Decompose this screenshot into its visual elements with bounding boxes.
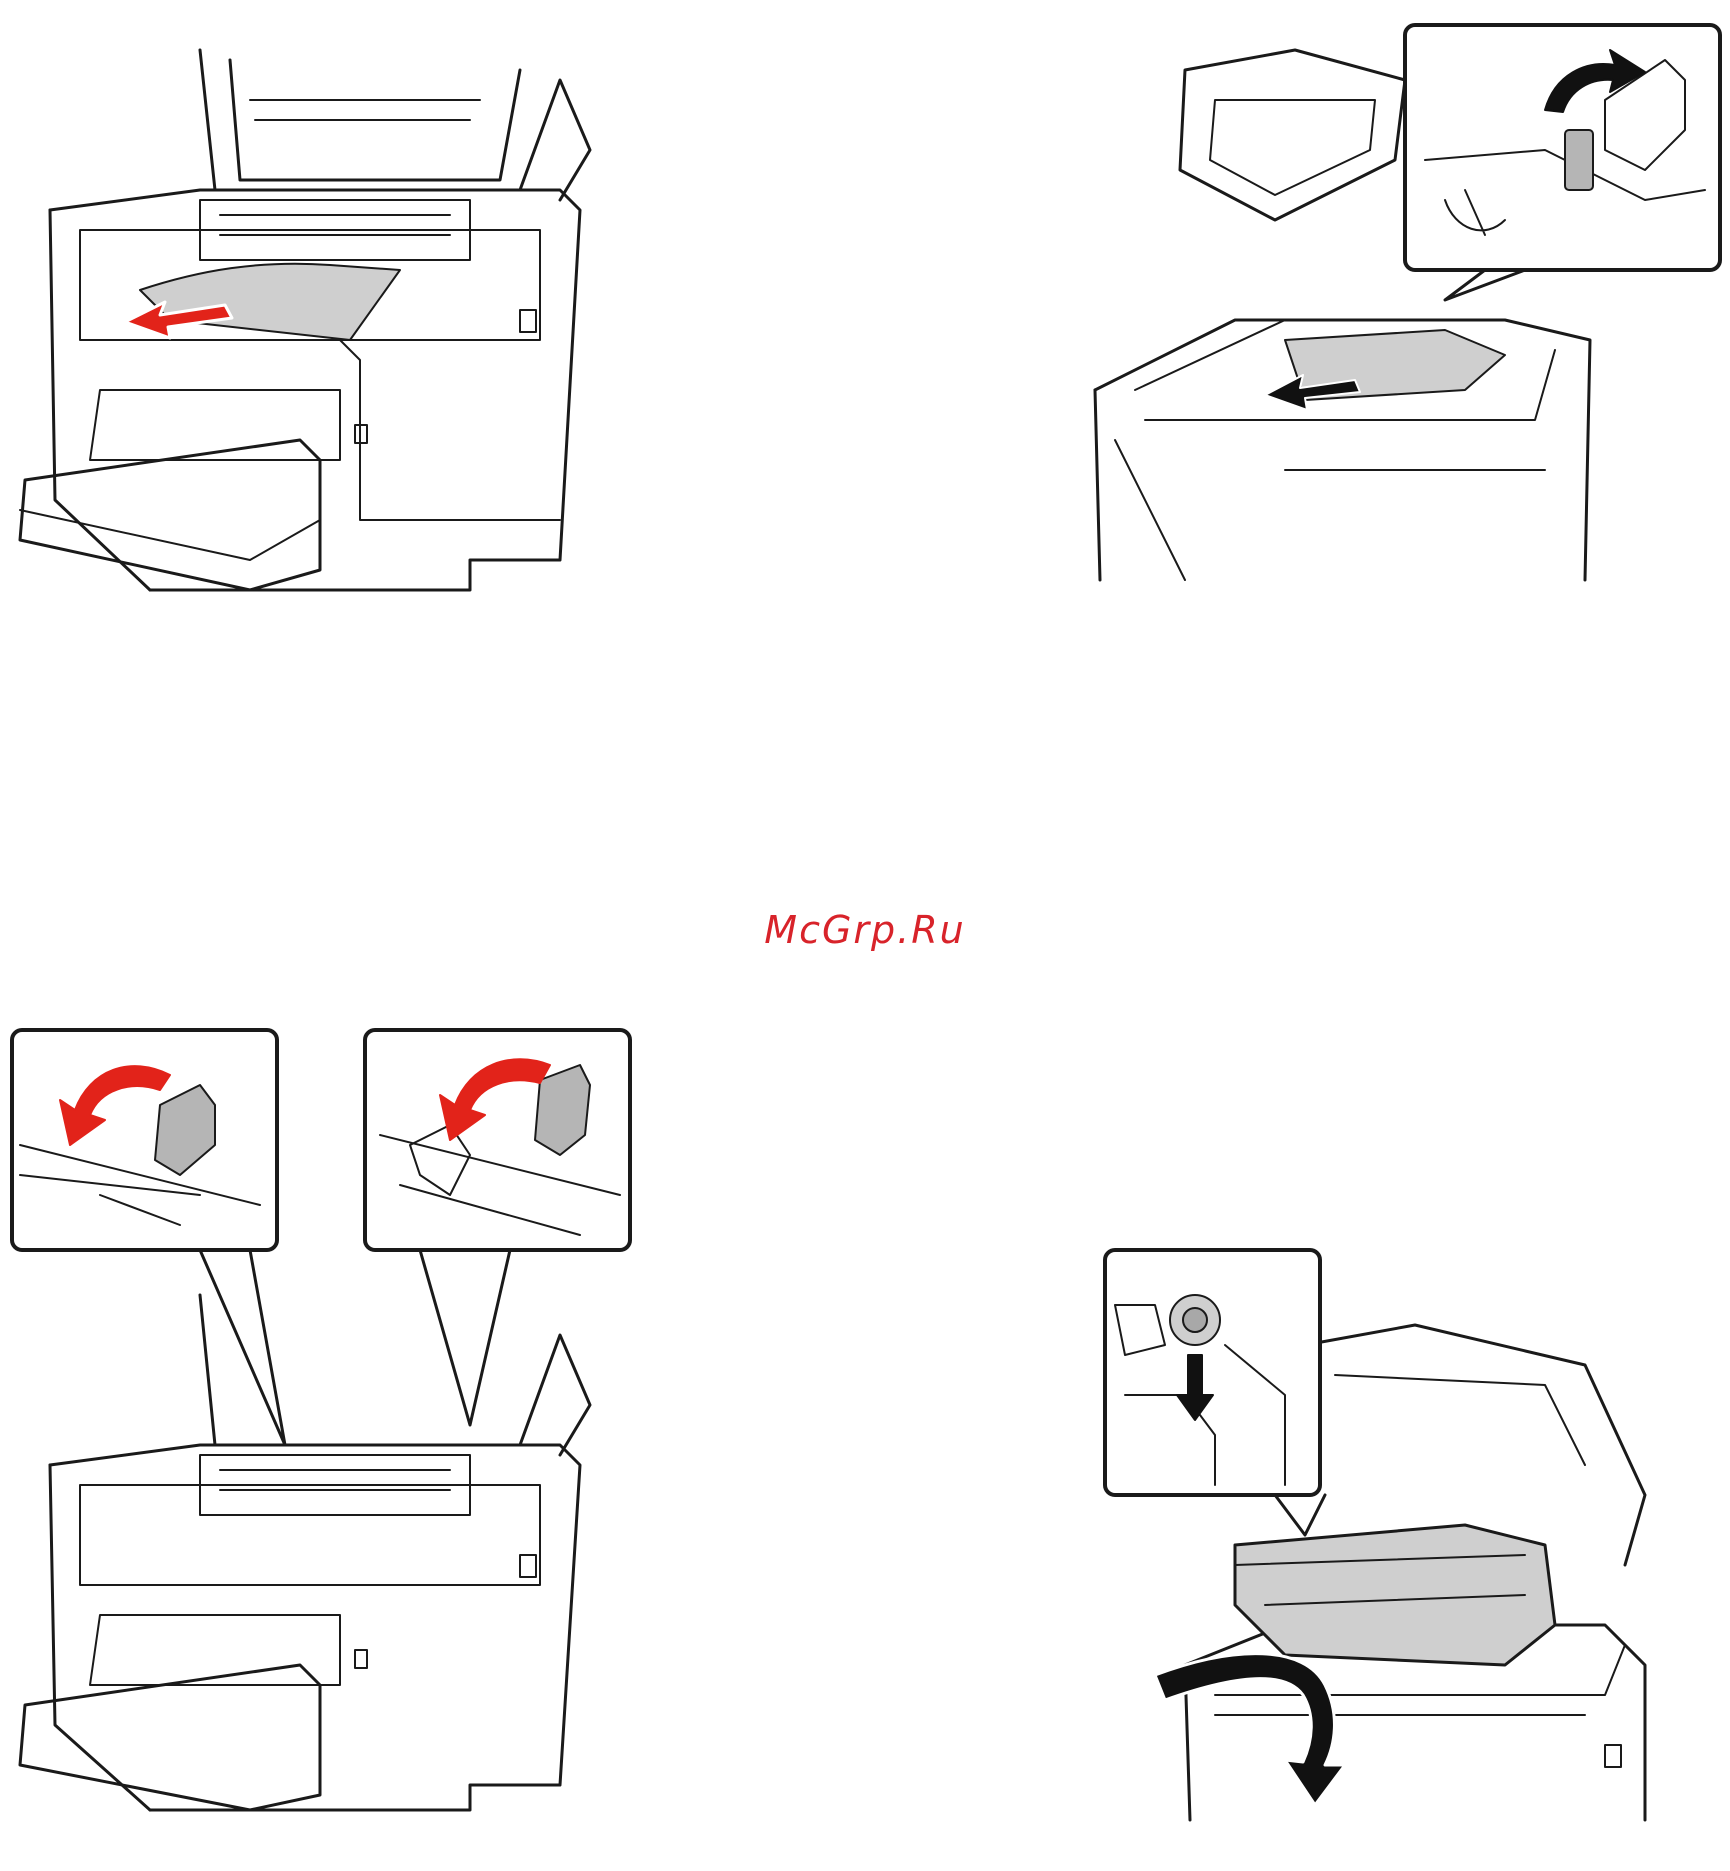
watermark-text: McGrp.Ru [0,908,1730,952]
printer-lever-drawing [1085,20,1725,600]
illustration-raise-lever [1085,20,1725,600]
printer-front-drawing [0,40,640,600]
insert-arrow-icon [1155,1654,1345,1805]
inset-lever-detail [1405,25,1720,300]
illustration-reinstall-unit [1085,1245,1725,1825]
printer-unit-drawing [1085,1245,1725,1825]
illustration-lower-levers [0,1025,640,1815]
illustration-remove-paper-front [0,40,640,600]
inset-left-lever-detail [12,1030,277,1250]
inset-unit-detail [1105,1250,1325,1535]
printer-levers-drawing [0,1025,640,1815]
inset-right-lever-detail [365,1030,630,1250]
